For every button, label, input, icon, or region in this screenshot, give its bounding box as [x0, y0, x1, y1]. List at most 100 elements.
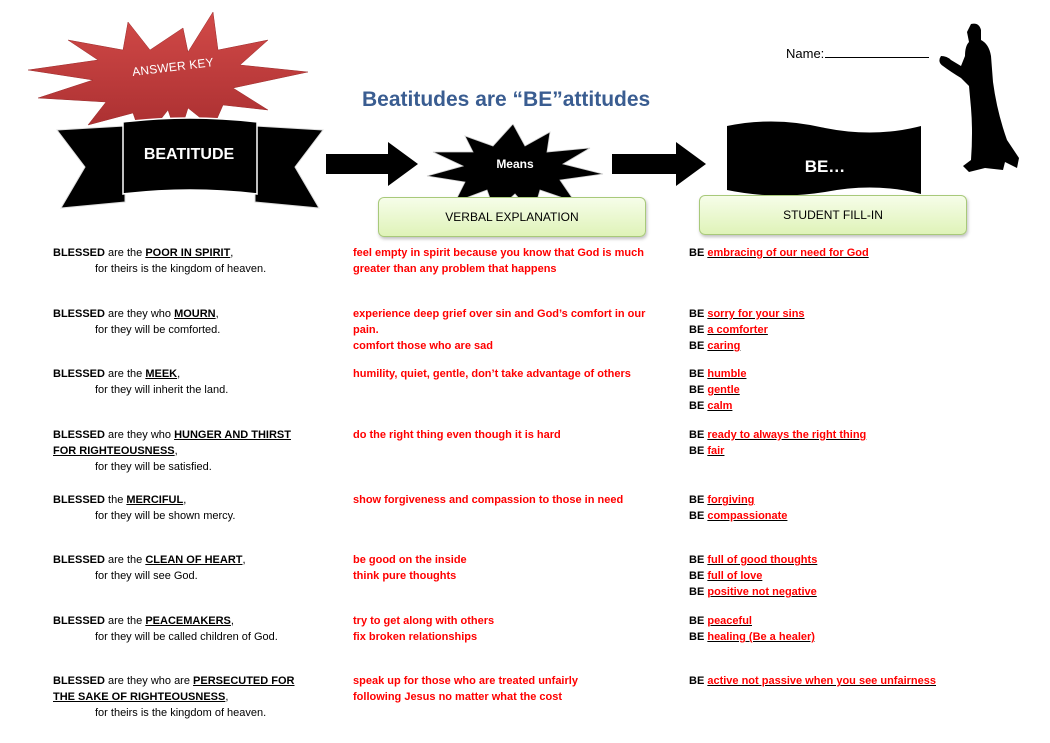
fill-in-item: BE positive not negative	[689, 584, 1029, 600]
punctuation: ,	[183, 494, 187, 506]
right-arrow-icon	[612, 142, 706, 186]
fill-in-item: BE forgiving	[689, 492, 1029, 508]
fill-in-answer[interactable]: compassionate	[707, 510, 788, 522]
beatitude-connector: are the	[104, 554, 146, 566]
explanation-line: comfort those who are sad	[353, 340, 493, 352]
fill-in-answer[interactable]: sorry for your sins	[707, 308, 805, 320]
explanation-line: speak up for those who are treated unfai…	[353, 675, 578, 687]
be-prefix: BE	[689, 586, 705, 598]
be-prefix: BE	[689, 570, 705, 582]
blessed-word: BLESSED	[53, 494, 105, 506]
fill-in-item: BE full of good thoughts	[689, 552, 1029, 568]
punctuation: ,	[215, 308, 219, 320]
beatitude-connector: are the	[104, 247, 146, 259]
be-prefix: BE	[689, 554, 705, 566]
blessed-word: BLESSED	[53, 308, 105, 320]
beatitude-key-phrase: MEEK	[145, 368, 178, 380]
be-prefix: BE	[689, 247, 705, 259]
right-arrow-icon	[326, 142, 418, 186]
name-label: Name:	[786, 46, 825, 61]
fill-in-answer[interactable]: caring	[707, 340, 741, 352]
beatitude-promise: for they will be called children of God.	[95, 631, 278, 643]
fill-in-answer[interactable]: forgiving	[707, 494, 755, 506]
fill-in-answer[interactable]: gentle	[707, 384, 740, 396]
fill-in-answer[interactable]: full of good thoughts	[707, 554, 818, 566]
fill-in-answer[interactable]: positive not negative	[707, 586, 817, 598]
means-starburst-icon	[426, 124, 604, 214]
explanation-line: experience deep grief over sin and God’s…	[353, 308, 646, 336]
be-wave-banner-icon	[727, 121, 921, 196]
answer-key-starburst-icon	[28, 11, 308, 140]
be-prefix: BE	[689, 445, 705, 457]
beatitude-promise: for theirs is the kingdom of heaven.	[95, 263, 267, 275]
be-prefix: BE	[689, 400, 705, 412]
beatitude-key-phrase: MOURN	[174, 308, 216, 320]
beatitude-text: BLESSED are they who MOURN, for they will…	[53, 306, 343, 338]
fill-in-item: BE a comforter	[689, 322, 1029, 338]
beatitude-text: BLESSED are the POOR IN SPIRIT, for their…	[53, 245, 343, 277]
fill-in-item: BE ready to always the right thing	[689, 427, 1029, 443]
punctuation: ,	[177, 368, 181, 380]
verbal-explanation: do the right thing even though it is har…	[353, 427, 673, 443]
verbal-explanation: experience deep grief over sin and God’s…	[353, 306, 673, 354]
beatitude-key-phrase: PEACEMAKERS	[145, 615, 231, 627]
fill-in-answer[interactable]: ready to always the right thing	[707, 429, 867, 441]
verbal-explanation: speak up for those who are treated unfai…	[353, 673, 673, 705]
fill-in-answer[interactable]: embracing of our need for God	[707, 247, 869, 259]
punctuation: ,	[230, 247, 234, 259]
fill-in-answer[interactable]: full of love	[707, 570, 763, 582]
name-field[interactable]: Name:	[786, 45, 930, 61]
beatitude-connector: are they who are	[104, 675, 194, 687]
fill-in-item: BE healing (Be a healer)	[689, 629, 1029, 645]
fill-in-answer[interactable]: healing (Be a healer)	[707, 631, 815, 643]
beatitude-promise: for they will be comforted.	[95, 324, 221, 336]
blessed-word: BLESSED	[53, 554, 105, 566]
fill-in-answer[interactable]: active not passive when you see unfairne…	[707, 675, 936, 687]
blessed-word: BLESSED	[53, 429, 105, 441]
blessed-word: BLESSED	[53, 247, 105, 259]
student-fill-in-header: STUDENT FILL-IN	[699, 195, 967, 235]
name-blank-line[interactable]	[825, 45, 930, 58]
beatitude-connector: the	[104, 494, 127, 506]
beatitude-key-phrase: POOR IN SPIRIT	[145, 247, 231, 259]
fill-in-item: BE peaceful	[689, 613, 1029, 629]
beatitude-promise: for they will be satisfied.	[95, 461, 212, 473]
be-prefix: BE	[689, 324, 705, 336]
be-prefix: BE	[689, 631, 705, 643]
student-fill-in-label: STUDENT FILL-IN	[783, 208, 883, 222]
explanation-line: show forgiveness and compassion to those…	[353, 494, 624, 506]
be-prefix: BE	[689, 340, 705, 352]
fill-in-item: BE embracing of our need for God	[689, 245, 1029, 261]
beatitude-text: BLESSED the MERCIFUL,for they will be sh…	[53, 492, 343, 524]
be-prefix: BE	[689, 510, 705, 522]
fill-in-item: BE caring	[689, 338, 1029, 354]
punctuation: ,	[225, 691, 229, 703]
be-prefix: BE	[689, 308, 705, 320]
beatitude-promise: for theirs is the kingdom of heaven.	[95, 707, 267, 719]
fill-in-item: BE full of love	[689, 568, 1029, 584]
fill-in-item: BE sorry for your sins	[689, 306, 1029, 322]
explanation-line: humility, quiet, gentle, don’t take adva…	[353, 368, 631, 380]
fill-in-answer[interactable]: fair	[707, 445, 725, 457]
be-prefix: BE	[689, 429, 705, 441]
blessed-word: BLESSED	[53, 615, 105, 627]
fill-in-answer[interactable]: calm	[707, 400, 733, 412]
punctuation: ,	[230, 615, 234, 627]
beatitude-connector: are they who	[104, 308, 175, 320]
blessed-word: BLESSED	[53, 368, 105, 380]
fill-in-answer[interactable]: a comforter	[707, 324, 768, 336]
fill-in-answer[interactable]: peaceful	[707, 615, 752, 627]
jesus-silhouette-icon	[939, 23, 1019, 172]
student-fill-in: BE active not passive when you see unfai…	[689, 673, 1029, 689]
fill-in-answer[interactable]: humble	[707, 368, 747, 380]
blessed-word: BLESSED	[53, 675, 105, 687]
beatitude-promise: for they will inherit the land.	[95, 384, 229, 396]
be-prefix: BE	[689, 368, 705, 380]
fill-in-item: BE humble	[689, 366, 1029, 382]
beatitude-key-phrase: HUNGER AND THIRST	[174, 429, 291, 441]
beatitude-key-phrase: CLEAN OF HEART	[145, 554, 243, 566]
